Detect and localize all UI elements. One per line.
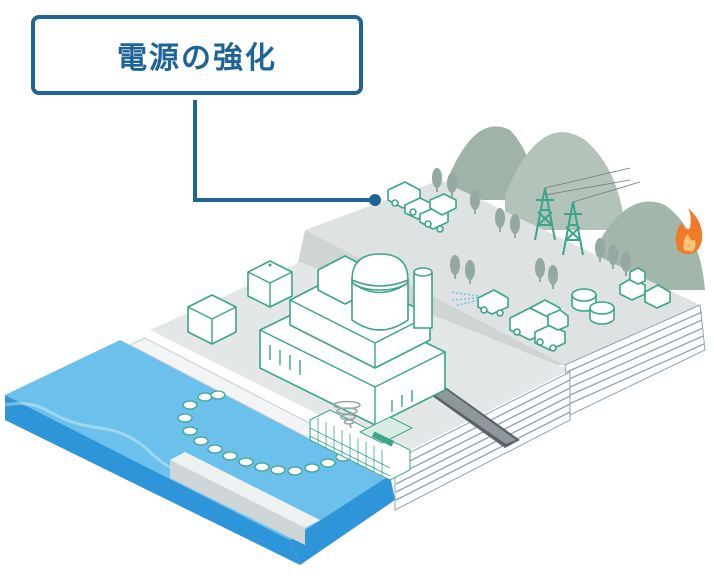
callout-dot [369, 194, 381, 206]
callout-box: 電源の強化 [31, 15, 363, 95]
callout-line [195, 100, 373, 200]
callout-label: 電源の強化 [117, 33, 277, 77]
fire-icon [676, 208, 702, 254]
